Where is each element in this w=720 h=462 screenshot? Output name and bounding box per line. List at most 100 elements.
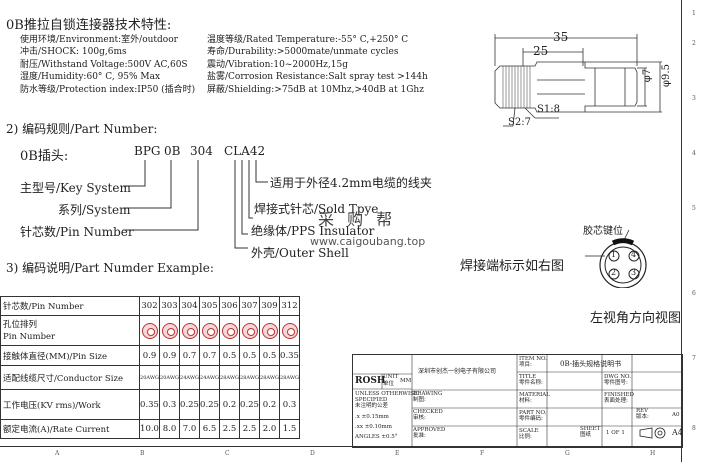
solder-pin-3: 3 [631, 268, 637, 277]
ruler-right-2: 2 [692, 40, 696, 47]
dim-35: 35 [553, 30, 569, 44]
table-cell: 6.5 [199, 419, 220, 439]
tb-dwg-no: DWG NO. [604, 374, 631, 380]
tb-rev: REV [636, 408, 649, 414]
table-cell: 24AWG [199, 365, 220, 390]
ruler-bottom-d: D [310, 450, 315, 457]
ruler-bottom-c: C [225, 450, 230, 457]
ruler-right-8: 8 [692, 425, 696, 432]
table-cell: 305 [199, 296, 220, 316]
spec-left-line: 冲击/SHOCK: 100g,6ms [20, 47, 127, 58]
table-cell: 0.5 [239, 345, 260, 366]
company-name: 深圳市创杰一创电子有限公司 [418, 368, 497, 375]
pn-key-system: 主型号/Key System [20, 181, 131, 195]
connector-drawing [494, 34, 662, 127]
dim-phi7: φ7 [642, 68, 654, 83]
table-cell: 10.0 [139, 419, 160, 439]
pn-system: 系列/System [58, 203, 131, 217]
ruler-right-7: 7 [692, 355, 696, 362]
table-cell: 306 [219, 296, 240, 316]
ruler-bottom-a: A [55, 450, 60, 457]
table-cell: 0.25 [199, 389, 220, 420]
pin-layout-icon [281, 322, 298, 339]
tb-item-cn: 项目: [519, 362, 532, 368]
table-label: 针芯数/Pin Number [0, 296, 140, 316]
tb-of: 1 OF 1 [606, 430, 625, 436]
tb-tol2: SPECIFIED [355, 397, 388, 403]
table-cell: 304 [179, 296, 200, 316]
tb-material: MATERIAL [519, 392, 550, 398]
solder-caption: 左视角方向视图 [590, 311, 682, 326]
tb-checked: CHECKED [413, 409, 443, 415]
table-cell: 0.35 [139, 389, 160, 420]
table-row: 针芯数/Pin Number 302 303 304 305 306 307 3… [0, 296, 300, 316]
sheet-title: 0B-插头规格说明书 [560, 360, 622, 368]
ruler-bottom-g: G [565, 450, 570, 457]
table-cell: 2.0 [259, 419, 280, 439]
ruler-right-1: 1 [692, 10, 696, 17]
solder-pin-4: 4 [631, 250, 637, 259]
ruler-right-6: 6 [692, 290, 696, 297]
table-cell: 0.7 [179, 345, 200, 366]
table-cell: 0.2 [219, 389, 240, 420]
ruler-bottom-e: E [395, 450, 400, 457]
table-cell: 2.5 [219, 419, 240, 439]
table-cell: 0.5 [219, 345, 240, 366]
table-cell: 0.9 [159, 345, 180, 366]
spec-right-line: 寿命/Durability:>5000mate/unmate cycles [207, 47, 399, 58]
spec-left: 使用环境/Environment:室外/outdoor 冲击/SHOCK: 10… [20, 34, 195, 96]
dim-s27: S2:7 [508, 117, 531, 128]
ruler-bottom-f: F [480, 450, 485, 457]
pin-layout-icon [161, 322, 178, 339]
pin-layout-icon [141, 322, 158, 339]
table-label: 孔位排列 Pin Number [0, 315, 140, 346]
title-block-grid [352, 354, 681, 446]
ruler-bottom-b: B [140, 450, 145, 457]
tb-drawing-cn: 制图: [413, 397, 426, 403]
table-label: 接触体直径(MM)/Pin Size [0, 345, 140, 366]
spec-right-line: 屏蔽/Shielding:>75dB at 10Mhz,>40dB at 1Gh… [207, 84, 424, 95]
table-cell: 28AWG [219, 365, 240, 390]
tb-part-no: PART NO. [519, 410, 547, 416]
table-cell: 0.3 [279, 389, 300, 420]
pn-pin-number: 针芯数/Pin Number [20, 225, 134, 239]
tb-drawing: DRAWING [413, 391, 443, 397]
ruler-right-5: 5 [692, 205, 696, 212]
table-cell: 302 [139, 296, 160, 316]
table-label: 工作电压(KV rms)/Work [0, 389, 140, 420]
pn-part-0b: 0B [164, 144, 181, 158]
pin-layout-icon [241, 322, 258, 339]
tb-a4: A4 [672, 428, 683, 437]
spec-right-line: 震动/Vibration:10~2000Hz,15g [207, 59, 348, 70]
spec-right-line: 温度等级/Rated Temperature:-55° C,+250° C [207, 35, 409, 45]
tb-sheet-cn: 图纸 [580, 432, 592, 438]
table-cell: 0.7 [199, 345, 220, 366]
tb-tol4: .x ±0.15mm [355, 414, 389, 420]
table-row: 孔位排列 Pin Number [0, 315, 300, 346]
tb-tol5: .xx ±0.10mm [355, 424, 392, 430]
tb-rev-cn: 版本: [636, 414, 649, 420]
pn-shell: 外壳/Outer Shell [251, 246, 349, 260]
watermark-url: www.caigoubang.top [310, 235, 426, 248]
table-cell: 8.0 [159, 419, 180, 439]
table-cell: 1.5 [279, 419, 300, 439]
table-cell: 0.35 [279, 345, 300, 366]
pn-label: 0B插头: [20, 149, 69, 164]
tb-scale: SCALE [519, 428, 539, 434]
solder-face-diagram [585, 229, 647, 288]
pin-layout-cell [239, 315, 260, 346]
table-cell: 0.25 [179, 389, 200, 420]
tb-material-cn: 材料: [519, 398, 532, 404]
table-label-line: 孔位排列 [3, 319, 38, 330]
tb-tol3: 未注明的公差 [355, 403, 389, 409]
tb-approved: APPROVED [413, 427, 446, 433]
table-cell: 0.3 [159, 389, 180, 420]
table-cell: 312 [279, 296, 300, 316]
table-cell: 309 [259, 296, 280, 316]
table-row: 额定电流(A)/Rate Current 10.0 8.0 7.0 6.5 2.… [0, 419, 300, 439]
table-cell: 28AWG [239, 365, 260, 390]
tb-tol6: ANGLES ±0.5° [355, 434, 398, 440]
pin-layout-cell [139, 315, 160, 346]
table-label-line: Pin Number [3, 331, 56, 342]
tb-scale-cn: 比例: [519, 434, 532, 440]
